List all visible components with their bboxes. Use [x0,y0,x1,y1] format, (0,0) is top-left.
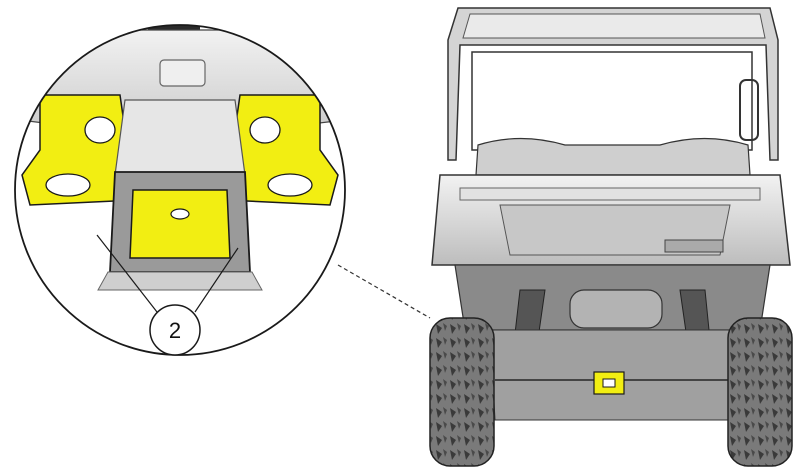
hitch-receiver-detail-icon [14,24,346,356]
utility-vehicle-rear-icon [429,7,793,467]
leader-line-right [194,247,239,313]
callout-number: 2 [169,318,181,343]
callout-bubble: 2 [149,304,201,356]
leader-line-left [96,234,158,313]
right-tire-shape [727,317,793,467]
left-tire-shape [429,317,495,467]
detail-connector-dashed-line [337,264,431,319]
